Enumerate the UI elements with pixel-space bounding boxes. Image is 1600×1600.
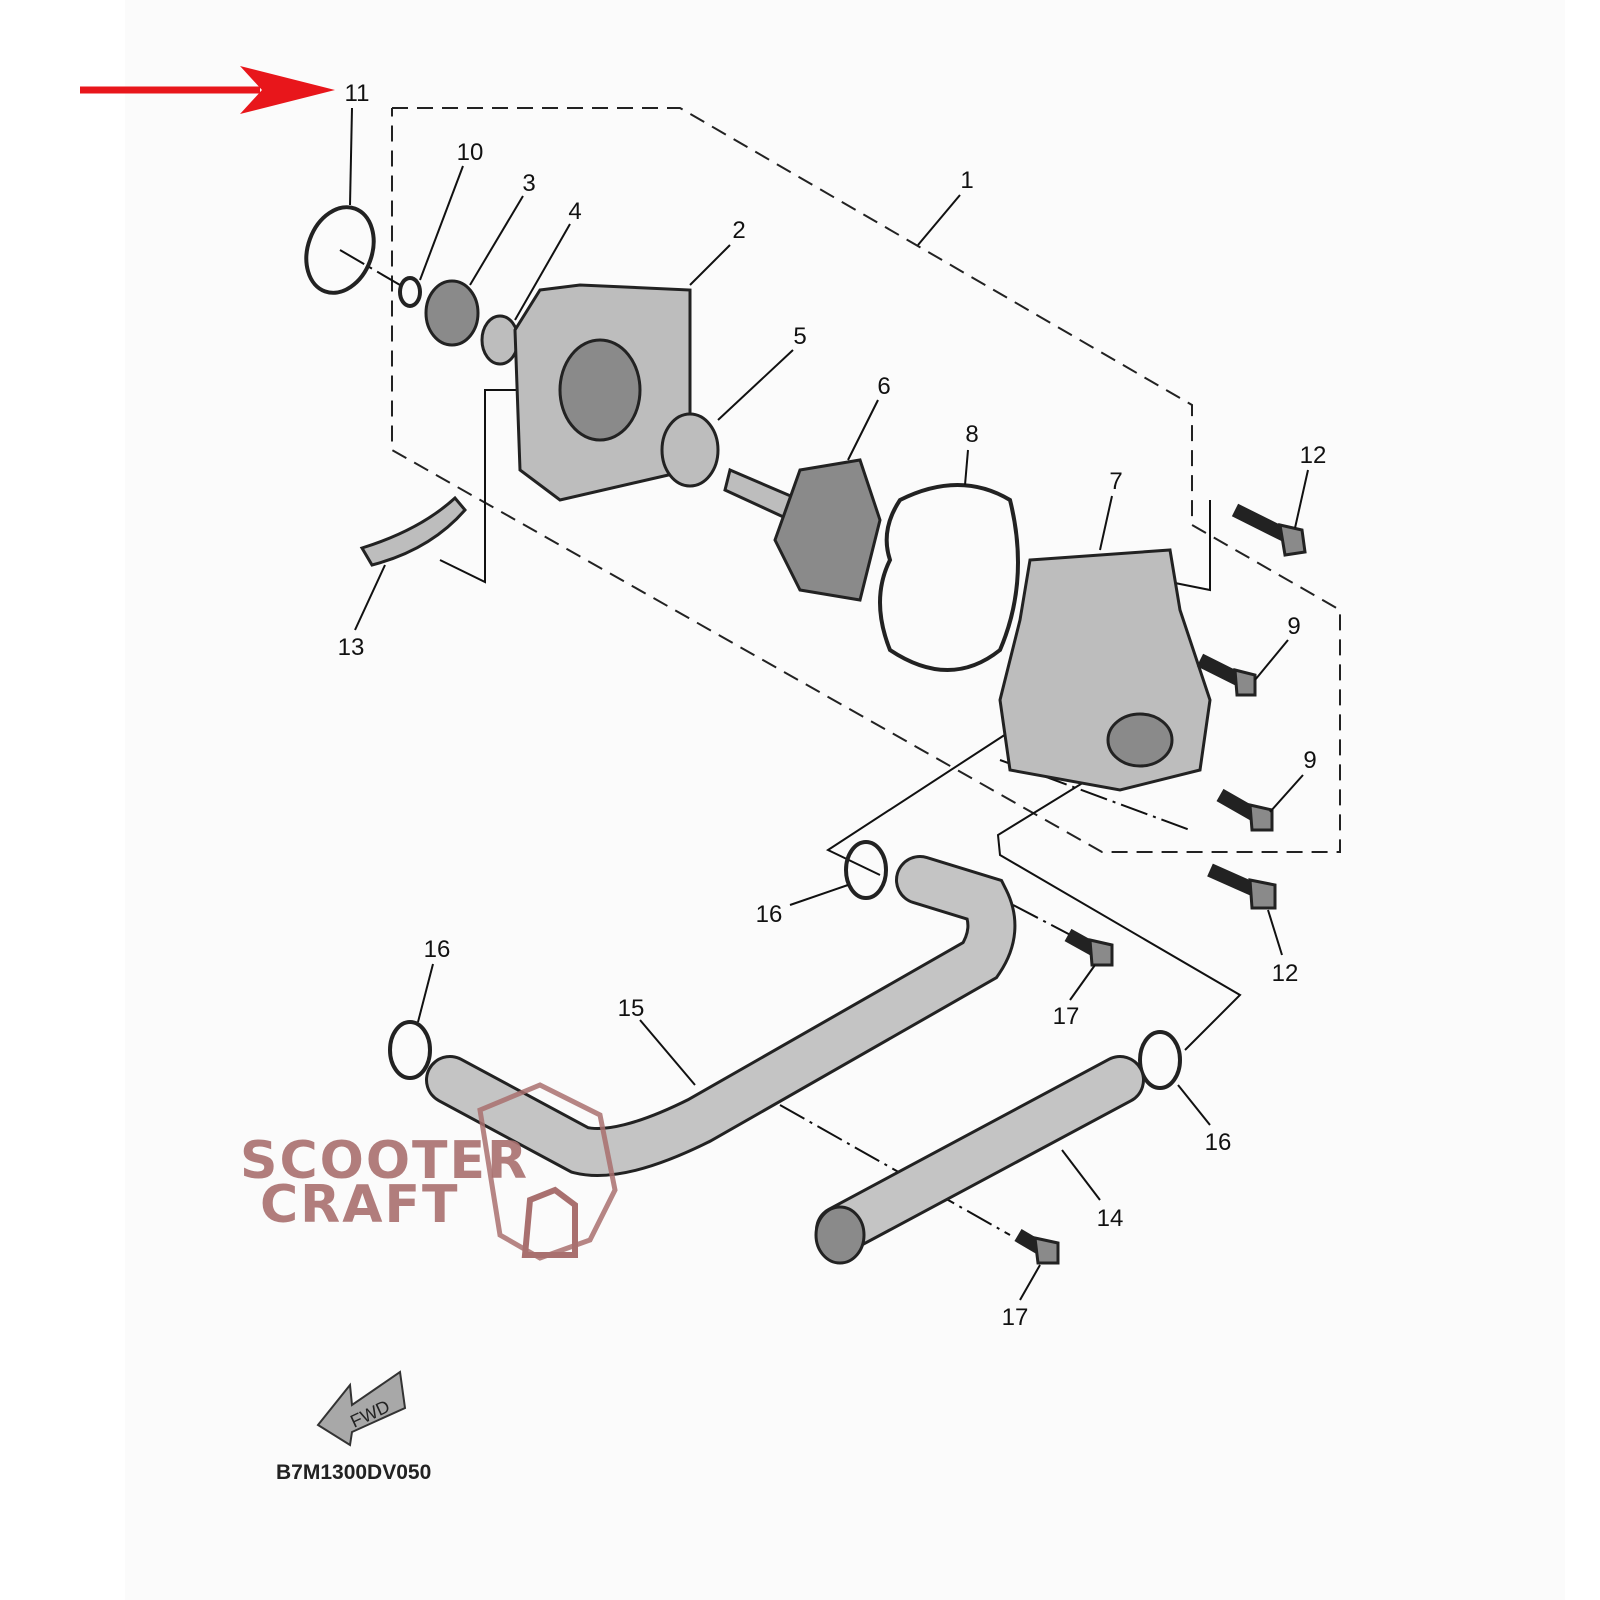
callout-9: 9: [1287, 613, 1300, 640]
callout-9: 9: [1303, 747, 1316, 774]
callout-15: 15: [618, 995, 645, 1022]
o-ring-16: [844, 840, 888, 900]
leader-lines: [349, 107, 1309, 1301]
diagram-code: B7M1300DV050: [276, 1461, 431, 1484]
callout-7: 7: [1109, 468, 1122, 495]
alignment-line: [999, 759, 1191, 831]
pipe-14: [818, 1058, 1142, 1252]
bolt-9: [1216, 788, 1274, 832]
pump-cover-7: [998, 548, 1212, 792]
callout-4: 4: [568, 198, 581, 225]
callout-5: 5: [793, 323, 806, 350]
callout-16: 16: [1205, 1129, 1232, 1156]
watermark-line2: CRAFT: [260, 1175, 459, 1235]
bolt-9: [1196, 653, 1257, 697]
watermark-line1: SCOOTER: [240, 1131, 529, 1191]
alignment-line: [339, 249, 401, 286]
impeller-6: [773, 458, 882, 602]
oil-seal-4: [480, 314, 520, 366]
alignment-line: [779, 1104, 1011, 1236]
highlight-arrow: [80, 66, 335, 114]
o-ring-11: [304, 205, 376, 295]
callout-16: 16: [424, 936, 451, 963]
callout-6: 6: [877, 373, 890, 400]
scootercraft-watermark-logo: SCOOTER CRAFT: [240, 1082, 618, 1261]
pipe-15: [428, 858, 1014, 1174]
gasket-8: [878, 483, 1020, 672]
bearing-3: [424, 279, 480, 347]
alignment-line: [439, 389, 520, 584]
plate-13: [359, 495, 467, 567]
callout-12: 12: [1300, 442, 1327, 469]
housing-bore: [558, 338, 642, 442]
pipe-14-end: [814, 1205, 866, 1265]
cover-outlet: [1106, 712, 1174, 768]
callout-2: 2: [732, 217, 745, 244]
assembly-1-boundary: [391, 107, 1341, 853]
callout-16: 16: [756, 901, 783, 928]
bolt-17: [1014, 1228, 1060, 1265]
callout-17: 17: [1002, 1304, 1029, 1331]
circlip-10: [398, 276, 422, 308]
callout-14: 14: [1097, 1205, 1124, 1232]
o-ring-16: [1138, 1030, 1182, 1090]
o-ring-16: [388, 1020, 432, 1080]
callout-3: 3: [522, 170, 535, 197]
callout-1: 1: [960, 167, 973, 194]
callout-8: 8: [965, 421, 978, 448]
diagram-background: [125, 0, 1565, 1600]
callout-12: 12: [1272, 960, 1299, 987]
bolt-17: [1064, 928, 1114, 967]
callout-11: 11: [345, 80, 370, 107]
bolt-12: [1231, 503, 1307, 557]
mechanical-seal-5: [660, 412, 720, 488]
callout-13: 13: [338, 634, 365, 661]
callout-17: 17: [1053, 1003, 1080, 1030]
forward-direction-arrow: FWD: [316, 1370, 407, 1447]
alignment-line: [996, 759, 1242, 1051]
callout-10: 10: [457, 139, 484, 166]
bolt-12: [1207, 863, 1277, 910]
